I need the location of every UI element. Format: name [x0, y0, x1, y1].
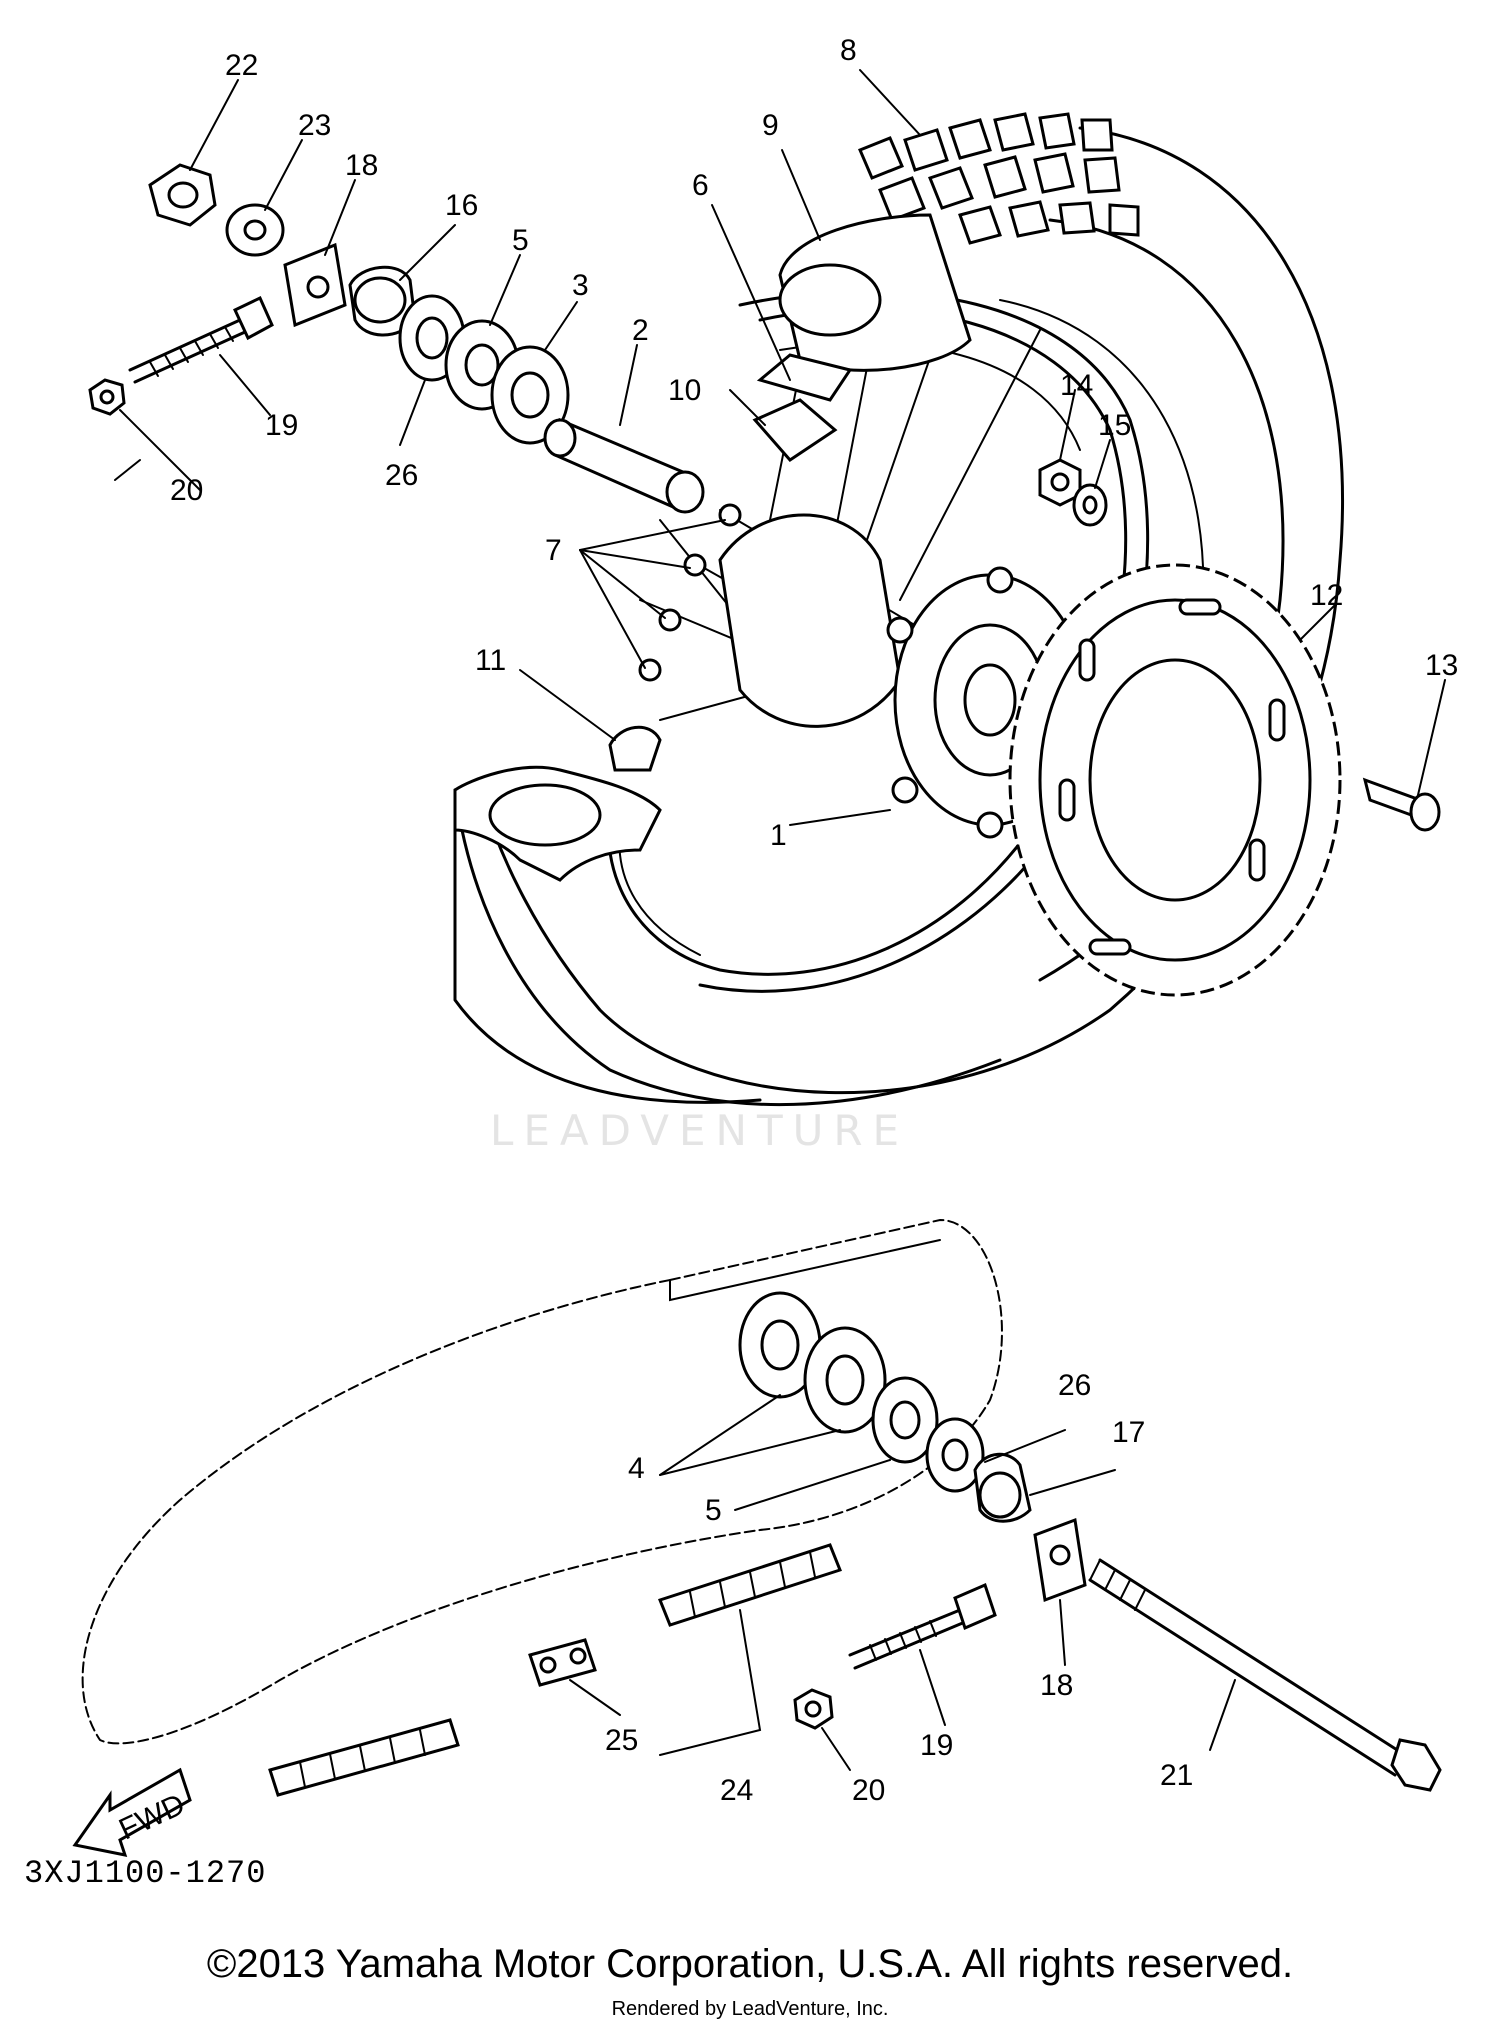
- callout-13: 13: [1425, 649, 1458, 682]
- callout-26-top: 26: [385, 459, 418, 492]
- callout-11: 11: [475, 644, 506, 677]
- rim-cross-section: [453, 765, 662, 882]
- callout-22: 22: [225, 49, 258, 82]
- nut-14: [1038, 458, 1082, 507]
- copyright-notice: ©2013 Yamaha Motor Corporation, U.S.A. A…: [206, 1942, 1294, 1986]
- washer-23: [225, 203, 285, 257]
- collar-16: [348, 265, 417, 337]
- nut-22: [148, 163, 217, 227]
- diagram-code: 3XJ1100-1270: [24, 1855, 267, 1892]
- oil-seal-5-bottom: [871, 1376, 939, 1464]
- chain-path-outline: [81, 1218, 1003, 1745]
- bearing-4b: [803, 1326, 887, 1434]
- callout-20-top: 20: [170, 474, 203, 507]
- callout-24: 24: [720, 1774, 753, 1807]
- nut-20-top: [88, 378, 126, 416]
- callout-20-bottom: 20: [852, 1774, 885, 1807]
- callout-4: 4: [628, 1452, 645, 1485]
- leader-lines: [114, 69, 1446, 1771]
- callout-6: 6: [692, 169, 709, 202]
- callout-26-bottom: 26: [1058, 1369, 1091, 1402]
- nut-20-bottom: [793, 1688, 834, 1730]
- oil-seal-26-bottom: [925, 1417, 985, 1493]
- sprocket: [1008, 563, 1342, 997]
- spacer-2: [543, 417, 705, 514]
- callout-1: 1: [770, 819, 787, 852]
- callout-16: 16: [445, 189, 478, 222]
- collar-17: [973, 1452, 1032, 1523]
- callout-3: 3: [572, 269, 589, 302]
- callout-18-bottom: 18: [1040, 1669, 1073, 1702]
- chain-24: [268, 1543, 842, 1797]
- callout-19-bottom: 19: [920, 1729, 953, 1762]
- callout-5-top: 5: [512, 224, 529, 257]
- callout-2: 2: [632, 314, 649, 347]
- inner-tube: [778, 213, 972, 372]
- callout-12: 12: [1310, 579, 1343, 612]
- axle-21: [1088, 1558, 1442, 1792]
- bearing-3: [490, 345, 570, 445]
- callout-17: 17: [1112, 1416, 1145, 1449]
- valve: [756, 353, 853, 402]
- tire-tread: [858, 112, 1140, 245]
- callout-19-top: 19: [265, 409, 298, 442]
- chain-adjuster-18-top: [283, 242, 347, 328]
- spoke-set: [638, 503, 742, 682]
- tire: [453, 112, 1345, 1107]
- hub: [718, 513, 1104, 839]
- bolt-19-bottom: [848, 1582, 997, 1670]
- callout-25: 25: [605, 1724, 638, 1757]
- fwd-arrow: FWD: [72, 1767, 192, 1857]
- callout-labels: 22 23 18 16 5 3 2 6 9 8 10 19 26 20 7 14…: [170, 34, 1458, 1807]
- washer-15: [1072, 483, 1108, 527]
- callout-8: 8: [840, 34, 857, 67]
- bolt-19-top: [128, 295, 274, 384]
- callout-9: 9: [762, 109, 779, 142]
- chain-adjuster-18-bottom: [1033, 1517, 1087, 1603]
- rim-band: [752, 398, 838, 462]
- callout-14: 14: [1060, 369, 1093, 402]
- callout-23: 23: [298, 109, 331, 142]
- callout-10: 10: [668, 374, 701, 407]
- callout-21: 21: [1160, 1759, 1193, 1792]
- sprocket-bolt: [1362, 777, 1441, 832]
- watermark: LEADVENTURE: [490, 1106, 909, 1155]
- callout-5-bottom: 5: [705, 1494, 722, 1527]
- callout-15: 15: [1098, 409, 1131, 442]
- master-link-25: [528, 1638, 597, 1687]
- callout-18-top: 18: [345, 149, 378, 182]
- callout-7: 7: [545, 534, 562, 567]
- rim-lock: [608, 725, 662, 772]
- bearing-4a: [738, 1291, 822, 1399]
- rendered-by-notice: Rendered by LeadVenture, Inc.: [611, 1998, 889, 2020]
